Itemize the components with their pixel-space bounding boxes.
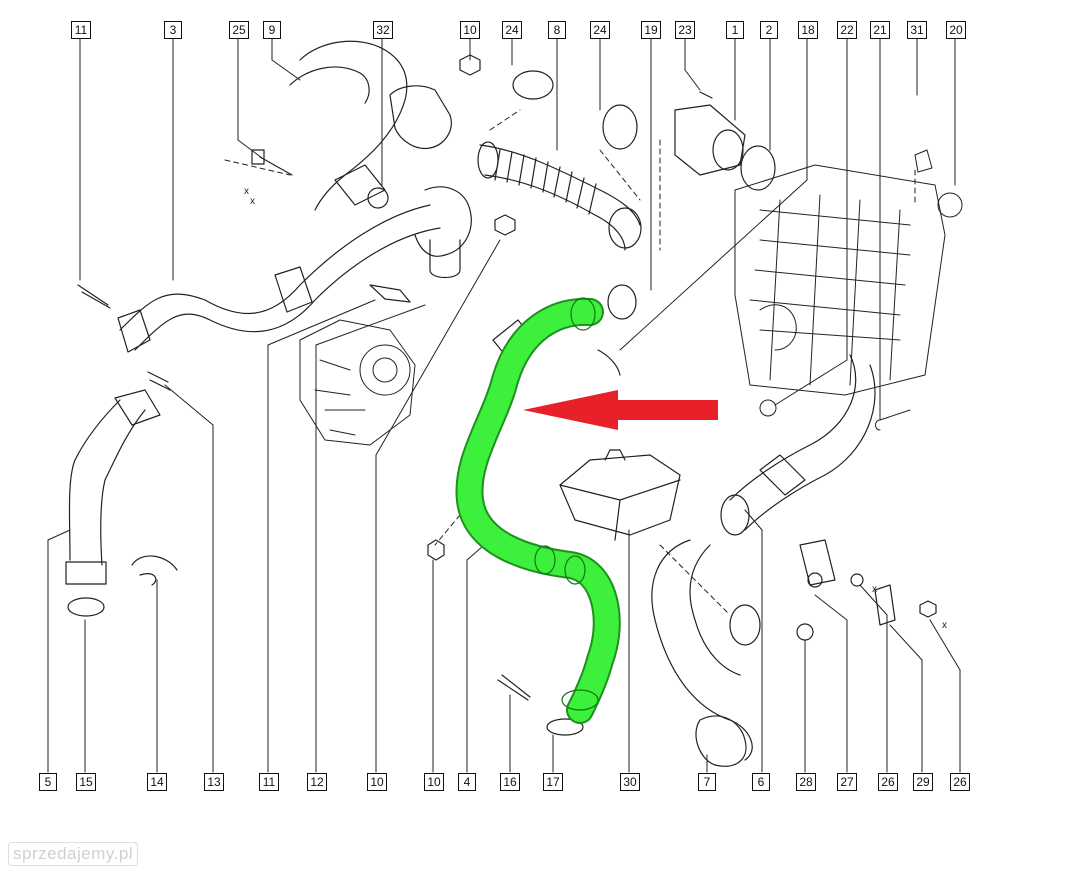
bottom-callout-5: 5 bbox=[39, 773, 57, 791]
top-callout-9: 9 bbox=[263, 21, 281, 39]
part-25-bolt bbox=[251, 149, 293, 176]
top-callout-31: 31 bbox=[907, 21, 927, 39]
part-17-clamp bbox=[546, 718, 584, 736]
top-callout-24: 24 bbox=[590, 21, 610, 39]
top-callout-8: 8 bbox=[548, 21, 566, 39]
part-24-clamps bbox=[512, 70, 638, 150]
x-mark: x bbox=[872, 584, 877, 595]
part-8-corrugated-hose bbox=[477, 141, 642, 251]
bottom-callout-28: 28 bbox=[796, 773, 816, 791]
bottom-callout-17: 17 bbox=[543, 773, 563, 791]
bottom-callout-26: 26 bbox=[878, 773, 898, 791]
bottom-callout-7: 7 bbox=[698, 773, 716, 791]
part-6-hose bbox=[720, 354, 876, 536]
bottom-callout-13: 13 bbox=[204, 773, 224, 791]
bottom-callout-11: 11 bbox=[259, 773, 279, 791]
part-19-ring bbox=[607, 284, 637, 320]
top-callout-11: 11 bbox=[71, 21, 91, 39]
part-9-duct bbox=[289, 40, 452, 211]
engine-block bbox=[734, 149, 963, 431]
part-5-pipe bbox=[65, 389, 161, 617]
bottom-callout-30: 30 bbox=[620, 773, 640, 791]
part-13-clip bbox=[147, 371, 171, 391]
red-indicator-arrow bbox=[523, 390, 718, 430]
x-mark: x bbox=[942, 620, 947, 631]
top-callout-3: 3 bbox=[164, 21, 182, 39]
top-callout-22: 22 bbox=[837, 21, 857, 39]
assembly-dashes bbox=[224, 109, 916, 616]
part-18-clip bbox=[597, 349, 621, 376]
part-16-pin bbox=[497, 674, 531, 701]
parts-27-29 bbox=[796, 539, 937, 641]
turbo-assembly bbox=[299, 319, 416, 446]
bottom-callout-4: 4 bbox=[458, 773, 476, 791]
bottom-callout-12: 12 bbox=[307, 773, 327, 791]
top-callout-2: 2 bbox=[760, 21, 778, 39]
part-30-module bbox=[559, 449, 681, 541]
part-3-intake-pipe bbox=[117, 186, 472, 353]
x-mark: x bbox=[244, 186, 249, 197]
bottom-callout-15: 15 bbox=[76, 773, 96, 791]
top-callout-20: 20 bbox=[946, 21, 966, 39]
top-callout-25: 25 bbox=[229, 21, 249, 39]
top-callout-23: 23 bbox=[675, 21, 695, 39]
top-callout-32: 32 bbox=[373, 21, 393, 39]
highlighted-hose-part-4 bbox=[455, 297, 621, 724]
bottom-callout-27: 27 bbox=[837, 773, 857, 791]
top-callout-18: 18 bbox=[798, 21, 818, 39]
part-12-bracket bbox=[369, 284, 411, 303]
x-mark: x bbox=[250, 196, 255, 207]
top-callout-21: 21 bbox=[870, 21, 890, 39]
part-7-duct bbox=[651, 539, 761, 767]
bottom-callout-6: 6 bbox=[752, 773, 770, 791]
watermark-text: sprzedajemy.pl bbox=[8, 842, 139, 866]
bottom-callout-10: 10 bbox=[424, 773, 444, 791]
top-callout-24: 24 bbox=[502, 21, 522, 39]
part-14-clip bbox=[131, 555, 178, 586]
top-callout-19: 19 bbox=[641, 21, 661, 39]
bottom-callout-29: 29 bbox=[913, 773, 933, 791]
bottom-callout-10: 10 bbox=[367, 773, 387, 791]
bottom-callout-14: 14 bbox=[147, 773, 167, 791]
top-callout-10: 10 bbox=[460, 21, 480, 39]
bottom-callout-16: 16 bbox=[500, 773, 520, 791]
bottom-callout-26: 26 bbox=[950, 773, 970, 791]
part-11-clip bbox=[77, 284, 111, 309]
top-callout-1: 1 bbox=[726, 21, 744, 39]
part-1-sensor bbox=[674, 91, 776, 191]
part-10-nuts bbox=[427, 54, 516, 561]
